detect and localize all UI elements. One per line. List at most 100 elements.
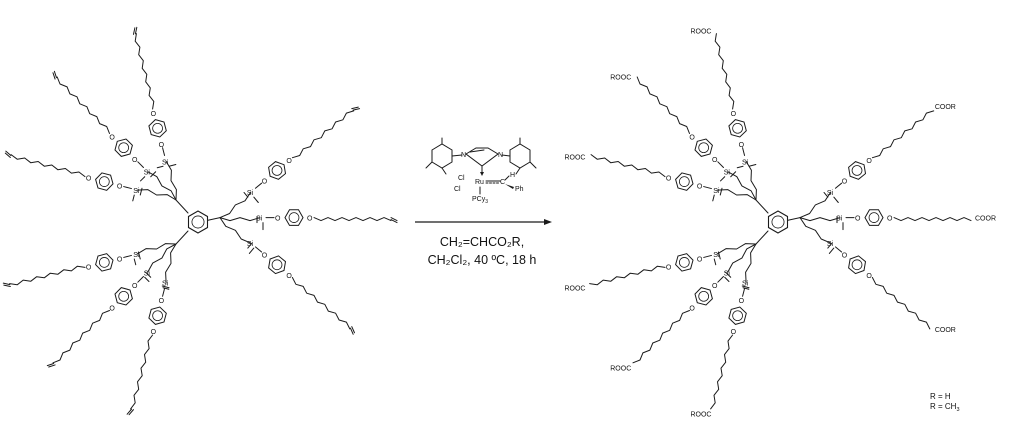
methyl-bond — [132, 194, 135, 202]
methylene-bond — [717, 276, 724, 283]
oxygen-label: O — [866, 273, 872, 280]
oxygen-label: O — [842, 179, 848, 186]
phenylene-ring-aromatic — [698, 142, 710, 154]
terminal-alkene-bond — [52, 72, 56, 80]
mesityl-ring-left — [431, 143, 453, 169]
core-branch-bond — [175, 230, 189, 245]
phenylene-ring — [284, 209, 304, 226]
methyl-bond — [833, 196, 839, 203]
nitrogen-right-label: N — [498, 152, 503, 159]
methyl-bond — [248, 247, 255, 254]
phenylene-ring-aromatic — [678, 176, 690, 187]
methylene-bond — [834, 182, 843, 189]
methyl-bond — [719, 187, 723, 196]
terminal-alkene-bond — [4, 152, 11, 158]
methyl-bond — [162, 287, 170, 290]
terminal-alkene-bond — [53, 70, 57, 79]
terminal-alkene-bond — [351, 326, 355, 334]
methylene-bond — [254, 246, 263, 253]
ruthenium-label: Ru — [475, 179, 484, 186]
legend-r-h: R = H — [930, 392, 951, 401]
methyl-bond — [741, 285, 750, 289]
phenylene-ring-aromatic — [868, 212, 880, 223]
silicon-label: Si — [162, 281, 169, 288]
alkyl-chain — [727, 243, 757, 273]
oxygen-label: O — [86, 264, 92, 271]
terminal-alkene-bond — [390, 219, 398, 224]
methyl-bond — [823, 191, 829, 198]
alkyl-chain — [799, 217, 841, 222]
methyl-bond — [145, 271, 152, 278]
methyl-bond — [736, 165, 744, 169]
phenylene-ring-aromatic — [678, 257, 690, 268]
ester-group-label: ROOC — [564, 286, 585, 293]
alkyl-chain — [745, 160, 757, 201]
oxygen-label: O — [689, 134, 695, 141]
phenylene-ring — [694, 138, 713, 157]
alkyl-chain — [871, 277, 931, 330]
core-branch-bond — [755, 199, 769, 214]
methylene-bond — [742, 147, 746, 156]
silicon-label: Si — [247, 190, 254, 197]
phenylene-ring-aromatic — [698, 290, 710, 302]
methyl-bond — [161, 285, 170, 289]
oxygen-label: O — [887, 216, 893, 223]
phenylene-ring — [848, 161, 867, 180]
methylene-bond — [703, 186, 712, 190]
alkyl-chain — [710, 334, 734, 410]
methylene-bond — [137, 161, 144, 168]
methylene-bond — [162, 147, 166, 156]
oxygen-label: O — [286, 158, 292, 165]
terminal-alkene-bond — [128, 409, 134, 416]
oxygen-label: O — [739, 298, 745, 305]
methyl-bond — [247, 242, 253, 249]
ester-group-label: COOR — [935, 327, 956, 334]
terminal-alkene-bond — [3, 284, 11, 288]
alkyl-chain — [893, 217, 972, 222]
methyl-bond — [713, 258, 717, 266]
methyl-bond — [748, 164, 757, 167]
oxygen-label: O — [151, 329, 157, 336]
oxygen-label: O — [159, 298, 165, 305]
silicon-label: Si — [836, 216, 843, 223]
oxygen-label: O — [262, 253, 268, 260]
methyl-bond — [139, 187, 143, 196]
silicon-label: Si — [724, 170, 731, 177]
alkyl-chain — [165, 160, 177, 201]
alkyl-chain — [219, 191, 252, 219]
oxygen-label: O — [689, 306, 695, 313]
ester-group-label: ROOC — [690, 28, 711, 35]
core-benzene-ring-aromatic — [771, 215, 785, 229]
phenylene-ring-aromatic — [851, 259, 863, 271]
silicon-label: Si — [742, 281, 749, 288]
methyl-bond — [243, 191, 249, 198]
ester-group-label: ROOC — [610, 74, 631, 81]
alkyl-chain — [716, 189, 757, 201]
oxygen-label: O — [109, 134, 115, 141]
phenylene-ring-aromatic — [152, 310, 163, 322]
alkyl-chain — [147, 171, 177, 201]
alkyl-chain — [165, 243, 177, 284]
alkyl-chain — [714, 33, 735, 110]
alkyl-chain — [745, 243, 757, 284]
phenylene-ring-aromatic — [271, 165, 283, 176]
terminal-alkene-bond — [349, 327, 354, 335]
alkyl-chain — [136, 243, 177, 255]
methyl-bond — [139, 176, 146, 182]
oxygen-label: O — [117, 256, 123, 263]
chloride-upper-label: Cl — [458, 175, 465, 182]
svg-text:C: C — [500, 179, 505, 186]
ester-group-label: ROOC — [564, 154, 585, 161]
core-branch-bond — [787, 217, 801, 221]
phenylene-ring-aromatic — [271, 259, 283, 271]
alkyl-chain — [56, 76, 110, 134]
alkyl-chain — [219, 217, 261, 222]
oxygen-label: O — [307, 216, 313, 223]
hydrogen-label: H — [510, 172, 515, 179]
phenylene-ring — [694, 287, 713, 306]
phosphine-label: PCy3 — [472, 196, 488, 205]
core-branch-bond — [175, 199, 189, 214]
phenylene-ring — [864, 209, 884, 226]
